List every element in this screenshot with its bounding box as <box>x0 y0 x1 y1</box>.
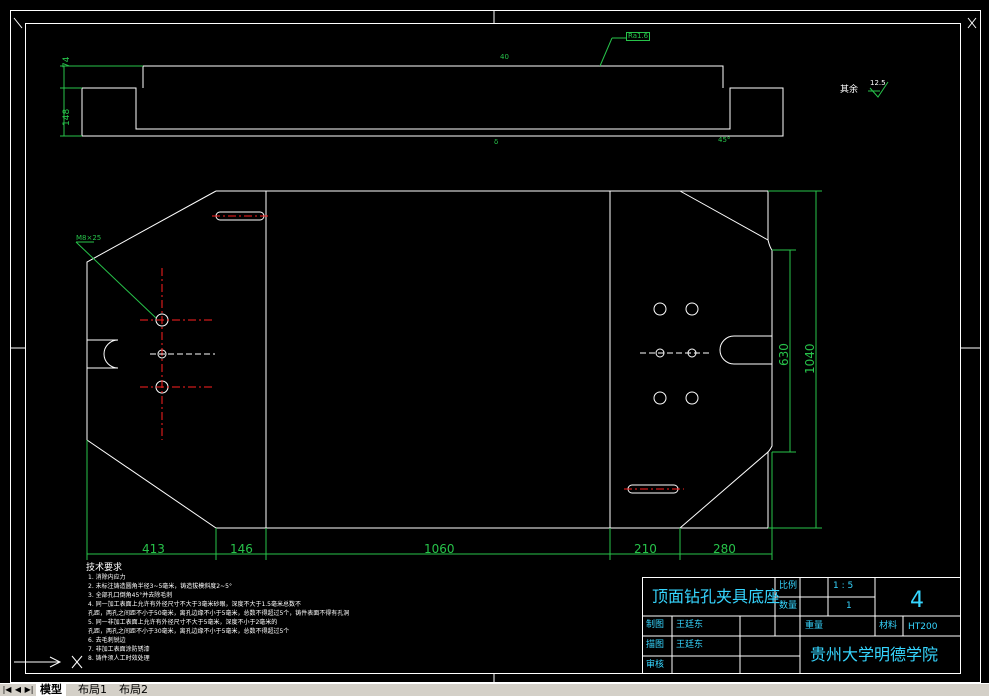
tech-line: 5. 同一非加工表面上允许有外径尺寸不大于5毫米，深度不小于2毫米的 <box>88 619 278 626</box>
traced-label: 描图 <box>646 640 665 650</box>
material-value: HT200 <box>908 622 938 632</box>
tech-line: 3. 全部孔口倒角45°并去除毛刺 <box>88 592 173 599</box>
tech-line: 4. 同一加工表面上允许有外径尺寸不大于3毫米砂眼，深度不大于1.5毫米总数不 <box>88 601 301 608</box>
material-label: 材料 <box>879 621 898 631</box>
part-name: 顶面钻孔夹具底座 <box>652 587 781 606</box>
ucs-icon <box>14 655 83 669</box>
plan-view-dims <box>75 190 822 560</box>
review-label: 审核 <box>646 660 665 670</box>
tech-line: 7. 非加工表面涂防锈漆 <box>88 646 150 653</box>
tab-model[interactable]: 模型 <box>36 684 66 696</box>
school-name: 贵州大学明德学院 <box>810 645 939 664</box>
drawing-frame <box>10 10 981 683</box>
scale-label: 比例 <box>779 581 798 591</box>
tech-line: 孔距，两孔之间距不小于50毫米，离孔边缘不小于5毫米，总数不得超过5个，铸件表面… <box>88 610 350 617</box>
surface-finish-tag: Ra1.6 <box>626 32 651 41</box>
dim-210: 210 <box>634 542 657 556</box>
traced-name: 王廷东 <box>676 640 704 650</box>
dim-1060: 1060 <box>424 542 455 556</box>
weight-label: 重量 <box>805 621 824 631</box>
tech-line: 2. 未标注铸造圆角半径3~5毫米，铸造拔模斜度2~5° <box>88 583 232 590</box>
dim-74: 74 <box>62 56 72 68</box>
centerlines-white <box>150 352 712 355</box>
title-block-grid <box>642 577 961 674</box>
surface-note-label: 其余 <box>840 85 859 95</box>
tech-line: 8. 铸件须人工时效处理 <box>88 655 150 662</box>
surface-note-value: 12.5 <box>870 79 886 87</box>
layout-tab-bar: |◀ ◀ ▶| 模型 布局1 布局2 <box>0 683 989 696</box>
dim-280: 280 <box>713 542 736 556</box>
dim-1040: 1040 <box>803 343 817 374</box>
top-view-label-delta: δ <box>494 138 499 146</box>
dim-148: 148 <box>62 108 72 126</box>
dim-146: 146 <box>230 542 253 556</box>
drawn-label: 制图 <box>646 620 665 630</box>
first-tab-icon[interactable]: |◀ <box>2 685 12 694</box>
top-view-label-40: 40 <box>500 53 509 61</box>
tab-layout2[interactable]: 布局2 <box>119 683 148 696</box>
drawing-number: 4 <box>910 588 924 613</box>
tech-requirements-title: 技术要求 <box>86 563 123 573</box>
qty-value: 1 <box>846 601 852 611</box>
centerlines <box>140 215 684 490</box>
scale-value: 1 : 5 <box>833 581 854 591</box>
top-view-label-45: 45° <box>718 136 731 144</box>
tech-line: 1. 消除内应力 <box>88 574 126 581</box>
qty-label: 数量 <box>779 601 798 611</box>
top-view <box>81 65 784 137</box>
tab-layout1[interactable]: 布局1 <box>78 683 107 696</box>
leader-tag: M8×25 <box>76 234 102 242</box>
tech-line: 孔距，两孔之间距不小于30毫米，离孔边缘不小于5毫米，总数不得超过5个 <box>88 628 290 635</box>
tech-line: 6. 去毛刺锐边 <box>88 637 126 644</box>
next-tab-icon[interactable]: ▶| <box>24 685 34 694</box>
drawn-name: 王廷东 <box>676 620 704 630</box>
dim-413: 413 <box>142 542 165 556</box>
prev-tab-icon[interactable]: ◀ <box>14 685 22 694</box>
top-view-dims <box>60 37 889 137</box>
dim-630: 630 <box>777 343 791 366</box>
plan-view-outline <box>86 190 773 529</box>
